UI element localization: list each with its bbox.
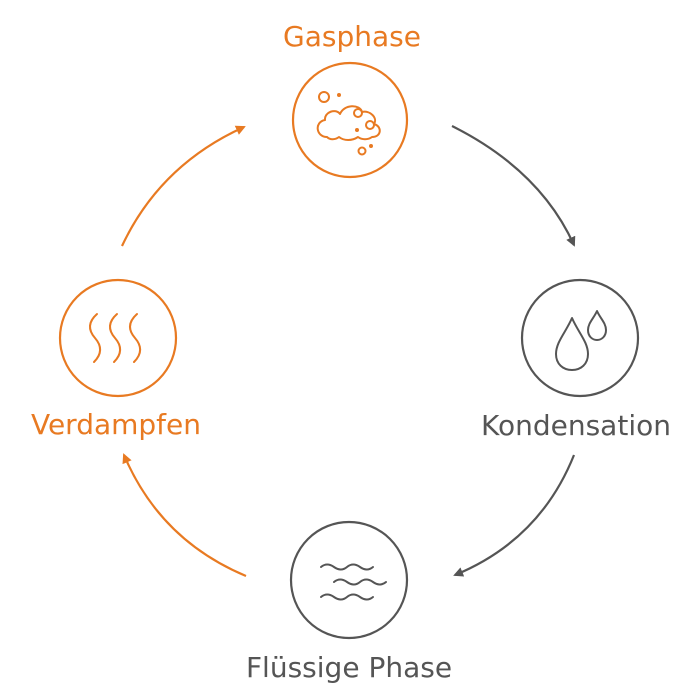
node-kondensation: Kondensation [481, 278, 671, 442]
arrow-gas-to-kondensation [451, 125, 576, 247]
node-circle [289, 520, 409, 640]
arrow-kondensation-to-fluessig [453, 454, 576, 577]
cloud-bubbles-icon [316, 91, 381, 156]
node-fluessige-phase: Flüssige Phase [246, 520, 452, 684]
arrow-fluessig-to-verdampfen [122, 453, 247, 578]
node-circle [520, 278, 640, 398]
label-fluessige-phase: Flüssige Phase [246, 651, 452, 684]
node-gasphase: Gasphase [283, 20, 421, 179]
label-gasphase: Gasphase [283, 20, 421, 53]
node-circle [291, 61, 409, 179]
label-verdampfen: Verdampfen [31, 408, 201, 441]
steam-icon [89, 313, 142, 363]
label-kondensation: Kondensation [481, 409, 671, 442]
node-verdampfen: Verdampfen [31, 278, 201, 441]
droplets-icon [555, 310, 607, 371]
arrow-verdampfen-to-gas [121, 125, 246, 247]
waves-icon [320, 563, 387, 601]
node-circle [58, 278, 178, 398]
